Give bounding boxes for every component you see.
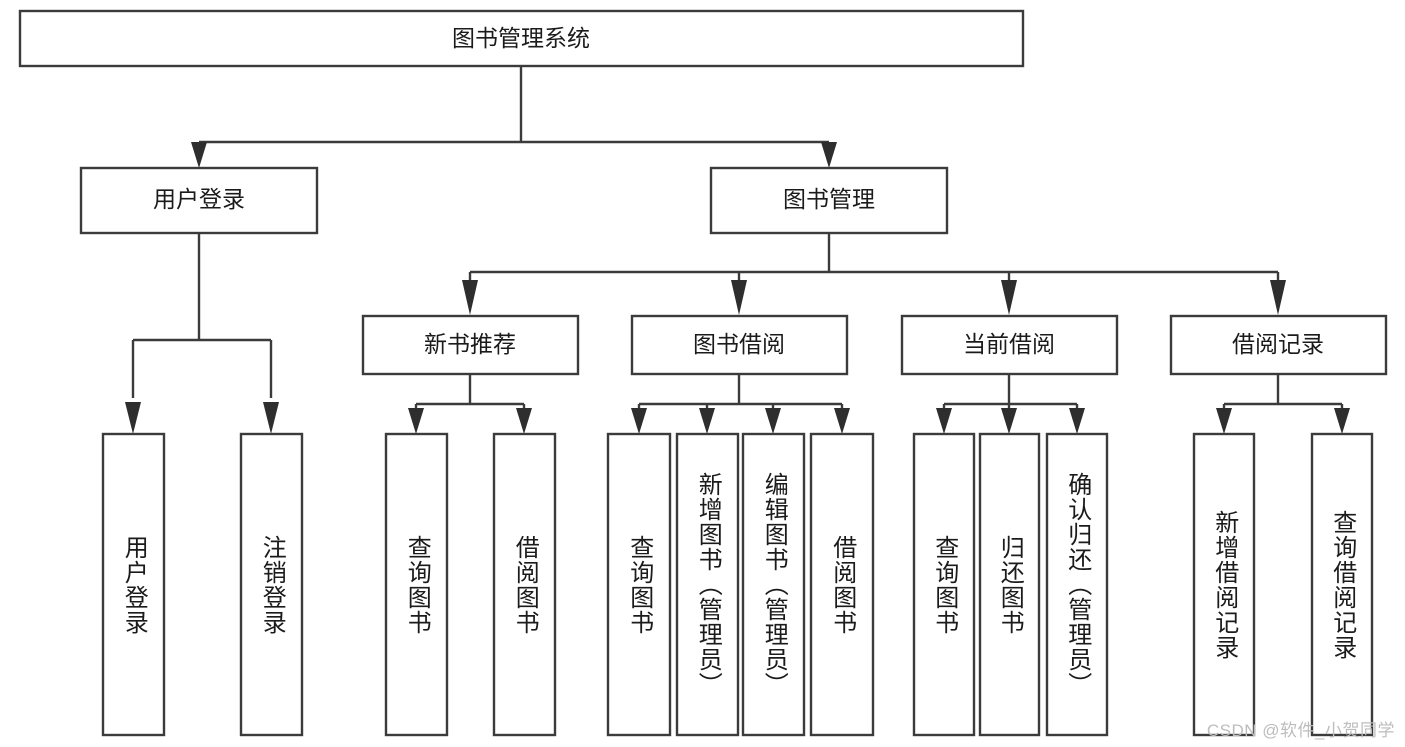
arrow-user-leaf2-icon	[263, 402, 279, 434]
arrow-book-to-recommend-icon	[462, 280, 478, 315]
arrow-borrow-leaf1-icon	[631, 408, 647, 434]
arrow-record-leaf1-icon	[1216, 408, 1232, 434]
leaf-box-current-1[interactable]	[912, 432, 976, 737]
node-new-book-recommend-label: 新书推荐	[424, 331, 516, 357]
node-book-management-label: 图书管理	[783, 186, 875, 212]
node-root[interactable]: 图书管理系统	[18, 9, 1025, 68]
arrow-root-to-book-icon	[821, 142, 837, 168]
arrow-borrow-leaf2-icon	[699, 408, 715, 434]
arrow-book-to-record-icon	[1270, 280, 1286, 315]
leaf-box-borrow-3[interactable]	[741, 432, 806, 737]
arrow-borrow-leaf3-icon	[765, 408, 781, 434]
leaf-box-recommend-1[interactable]	[384, 432, 449, 737]
arrow-borrow-leaf4-icon	[834, 408, 850, 434]
arrow-current-leaf2-icon	[1001, 408, 1017, 434]
csdn-watermark: CSDN @软件_小贺同学	[1206, 721, 1395, 740]
leaf-box-borrow-4[interactable]	[809, 432, 875, 737]
leaf-box-current-3[interactable]	[1045, 432, 1109, 737]
node-new-book-recommend[interactable]: 新书推荐	[361, 314, 580, 376]
node-current-borrow[interactable]: 当前借阅	[900, 314, 1119, 376]
node-user-login[interactable]: 用户登录	[79, 166, 319, 235]
leaf-box-borrow-2[interactable]	[675, 432, 740, 737]
node-book-borrow-box	[630, 314, 849, 376]
arrow-recommend-leaf2-icon	[516, 408, 532, 434]
node-current-borrow-label: 当前借阅	[963, 331, 1055, 357]
node-user-login-label: 用户登录	[153, 186, 245, 212]
leaf-box-borrow-1[interactable]	[606, 432, 672, 737]
node-book-management[interactable]: 图书管理	[709, 166, 949, 235]
node-borrow-record[interactable]: 借阅记录	[1169, 314, 1388, 376]
arrow-book-to-current-icon	[1001, 280, 1017, 315]
arrow-record-leaf2-icon	[1334, 408, 1350, 434]
node-root-label: 图书管理系统	[452, 25, 590, 51]
node-borrow-record-box	[1169, 314, 1388, 376]
arrow-user-leaf1-icon	[125, 402, 141, 434]
node-root-box	[18, 9, 1025, 68]
leaf-box-current-2[interactable]	[978, 432, 1041, 737]
arrow-recommend-leaf1-icon	[408, 408, 424, 434]
arrow-current-leaf1-icon	[936, 408, 952, 434]
leaf-box-record-2[interactable]	[1310, 432, 1374, 737]
node-book-borrow[interactable]: 图书借阅	[630, 314, 849, 376]
node-current-borrow-box	[900, 314, 1119, 376]
arrow-book-to-borrow-icon	[731, 280, 747, 315]
arrow-root-to-user-icon	[191, 142, 207, 168]
arrow-current-leaf3-icon	[1069, 408, 1085, 434]
node-book-borrow-label: 图书借阅	[693, 331, 785, 357]
node-new-book-recommend-box	[361, 314, 580, 376]
node-book-management-box	[709, 166, 949, 235]
leaf-box-recommend-2[interactable]	[492, 432, 557, 737]
leaf-box-user-login-2[interactable]	[239, 432, 304, 737]
leaf-box-user-login-1[interactable]	[101, 432, 166, 737]
leaf-box-record-1[interactable]	[1192, 432, 1256, 737]
node-borrow-record-label: 借阅记录	[1232, 331, 1324, 357]
